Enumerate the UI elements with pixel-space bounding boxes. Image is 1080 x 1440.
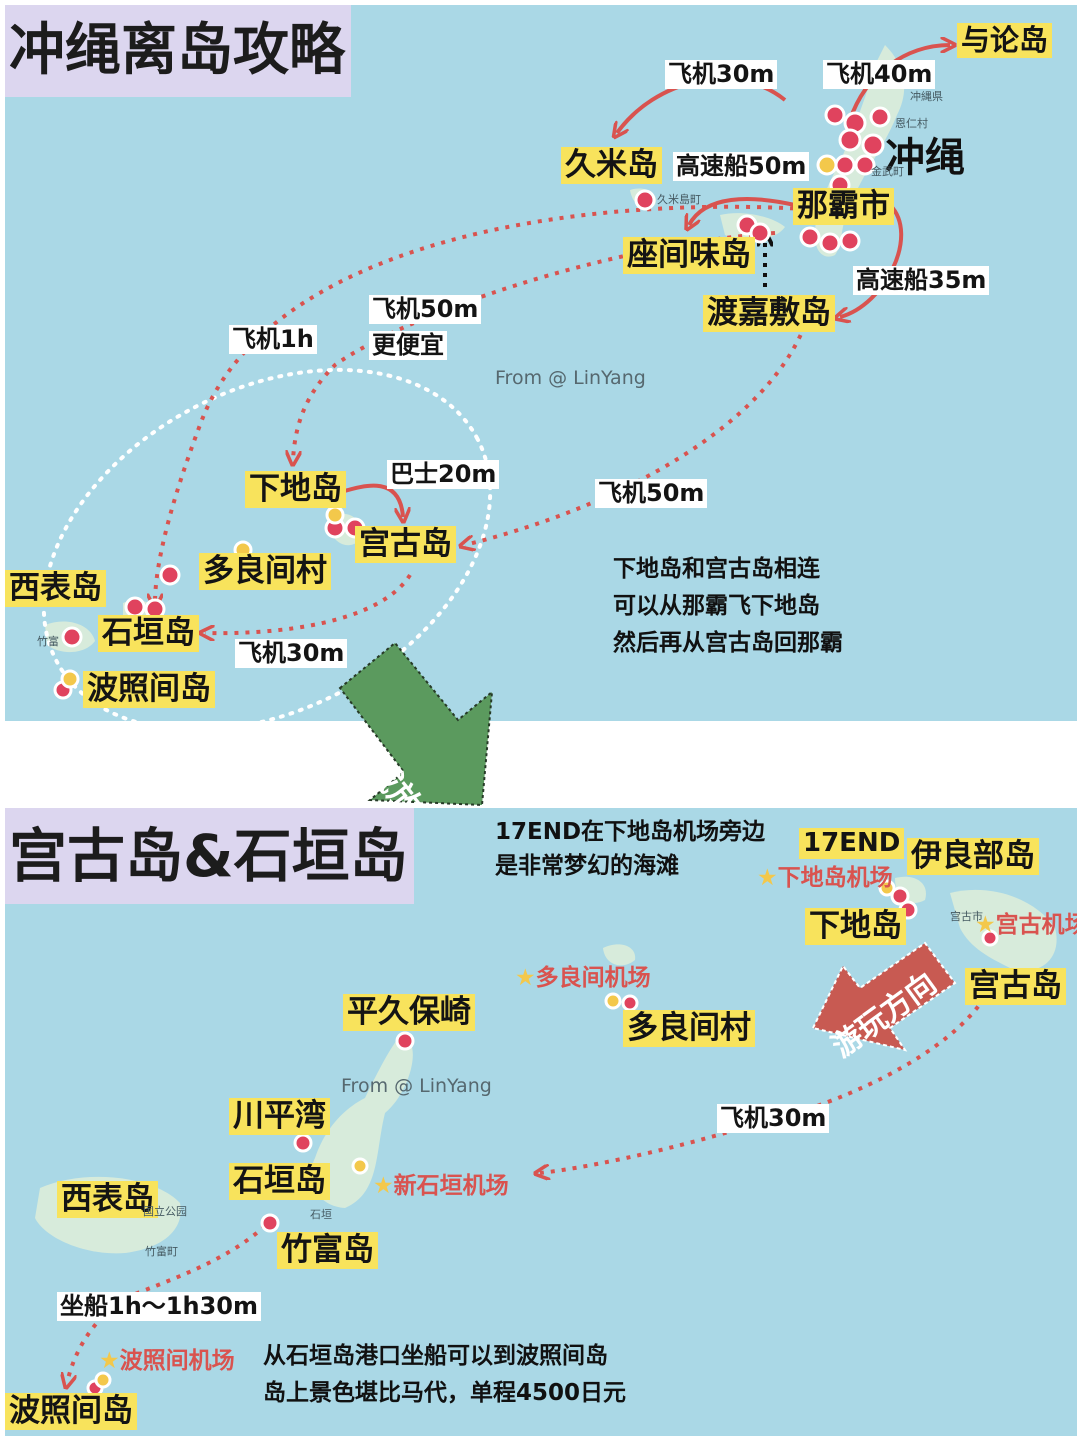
- overview-title: 冲绳离岛攻略: [5, 5, 351, 97]
- note-bottom-line-1: 从石垣岛港口坐船可以到波照间岛: [263, 1343, 608, 1369]
- route-label-yoron-plane: 飞机40m: [823, 60, 936, 89]
- detail-map-graphics: [35, 876, 1057, 1397]
- airport-new-ishigaki-label: 新石垣机场: [393, 1173, 509, 1199]
- label-yoron: 与论岛: [957, 23, 1053, 58]
- airport-tarama-label: 多良间机场: [535, 965, 651, 991]
- detail-star-pins: [94, 879, 896, 1389]
- airport-star-icon: ★: [515, 965, 536, 991]
- label-tokashiki: 渡嘉敷岛: [703, 295, 835, 333]
- label-irabu: 伊良部岛: [907, 838, 1039, 876]
- airport-shimoji: ★下地岛机场: [757, 858, 893, 892]
- label-kabira: 川平湾: [229, 1098, 330, 1136]
- watermark: From @ LinYang: [495, 367, 646, 389]
- tarama-land: [603, 944, 636, 966]
- label-shimoji: 下地岛: [245, 471, 346, 509]
- direction-arrow: [811, 941, 957, 1052]
- route-label-kume-plane: 飞机30m: [665, 60, 778, 89]
- note-top-line-1: 17END在下地岛机场旁边: [495, 819, 766, 845]
- airport-miyako-label: 宫古机场: [995, 912, 1077, 938]
- route-label-plane50b: 飞机50m: [595, 479, 708, 508]
- airport-star-icon: ★: [975, 912, 996, 938]
- label-miyako: 宫古岛: [965, 968, 1066, 1006]
- route-label-plane30: 飞机30m: [235, 639, 348, 668]
- airport-star-icon: ★: [99, 1348, 120, 1374]
- note-bottom-line-2: 岛上景色堪比马代，单程4500日元: [263, 1380, 627, 1406]
- label-ishigaki: 石垣岛: [229, 1163, 330, 1201]
- label-shimoji: 下地岛: [805, 908, 906, 946]
- note-line-3: 然后再从宫古岛回那霸: [613, 630, 843, 656]
- map-text-village: 恩仁村: [895, 117, 928, 130]
- map-text-miyako-city: 宫古市: [950, 910, 983, 923]
- airport-shimoji-label: 下地岛机场: [777, 865, 893, 891]
- route-label-plane30: 飞机30m: [717, 1104, 830, 1133]
- airport-tarama: ★多良间机场: [515, 958, 651, 992]
- route-naha-miyako: [465, 324, 807, 545]
- route-shimoji-miyako: [340, 483, 403, 517]
- airport-star-icon: ★: [757, 865, 778, 891]
- map-text-kin: 金武町: [871, 165, 904, 178]
- detail-title: 宫古岛&石垣岛: [5, 808, 414, 904]
- label-zamami: 座间味岛: [623, 237, 755, 275]
- label-hirakubo: 平久保崎: [343, 994, 475, 1032]
- airport-star-icon: ★: [373, 1173, 394, 1199]
- miyako-land: [950, 889, 1057, 971]
- label-ishigaki: 石垣岛: [98, 615, 199, 653]
- airport-new-ishigaki: ★新石垣机场: [373, 1166, 509, 1200]
- label-iriomote: 西表岛: [5, 570, 106, 608]
- label-taketomi: 竹富岛: [277, 1232, 378, 1270]
- watermark: From @ LinYang: [341, 1075, 492, 1097]
- route-naha-ishigaki: [155, 204, 806, 603]
- route-label-bus20: 巴士20m: [387, 460, 500, 489]
- route-ishigaki-hateruma: [67, 1216, 275, 1383]
- overview-map: 冲绳离岛攻略 冲绳 冲縄県 恩仁村 金武町 久米島町 竹富 与论岛 久米岛 那霸…: [5, 5, 1077, 721]
- overview-map-graphics: [41, 5, 1077, 721]
- label-naha: 那霸市: [793, 188, 894, 226]
- map-text-taketomi: 竹富: [37, 635, 59, 648]
- route-label-ferry35: 高速船35m: [853, 266, 990, 295]
- note-line-1: 下地岛和宫古岛相连: [613, 556, 820, 582]
- label-17end: 17END: [799, 828, 905, 860]
- map-text-kume: 久米島町: [657, 193, 701, 206]
- route-naha-zamami: [689, 197, 796, 225]
- okinawa-label: 冲绳: [885, 135, 965, 181]
- label-iriomote: 西表岛: [57, 1181, 158, 1219]
- airport-hateruma: ★波照间机场: [99, 1341, 235, 1375]
- route-label-ship: 坐船1h～1h30m: [57, 1292, 261, 1321]
- airport-miyako: ★宫古机场: [975, 905, 1077, 939]
- map-text-taketomi-town: 竹富町: [145, 1245, 178, 1258]
- route-label-plane1h: 飞机1h: [229, 325, 317, 354]
- map-text-ishigaki-city: 石垣: [310, 1208, 332, 1221]
- ishigaki-land: [311, 1036, 413, 1208]
- okinawa-pins: [53, 104, 891, 700]
- route-label-plane50-1: 飞机50m: [369, 295, 482, 324]
- region-circle: [41, 367, 493, 721]
- map-text-prefecture: 冲縄県: [910, 90, 943, 103]
- route-label-ferry50: 高速船50m: [673, 152, 810, 181]
- label-miyako: 宫古岛: [355, 526, 456, 564]
- detail-map: 宫古岛&石垣岛 17END在下地岛机场旁边 是非常梦幻的海滩 17END 伊良部…: [5, 808, 1077, 1436]
- note-line-2: 可以从那霸飞下地岛: [613, 593, 820, 619]
- route-label-plane50-2: 更便宜: [369, 331, 447, 360]
- label-tarama: 多良间村: [623, 1010, 755, 1048]
- label-kume: 久米岛: [561, 147, 662, 185]
- airport-hateruma-label: 波照间机场: [119, 1348, 235, 1374]
- label-hateruma: 波照间岛: [5, 1393, 137, 1431]
- label-hateruma: 波照间岛: [83, 671, 215, 709]
- note-top-line-2: 是非常梦幻的海滩: [495, 853, 679, 879]
- label-tarama: 多良间村: [199, 553, 331, 591]
- route-miyako-ishigaki: [540, 987, 992, 1173]
- route-miyako-ishigaki: [205, 573, 412, 633]
- map-text-park: 国立公园: [143, 1205, 187, 1218]
